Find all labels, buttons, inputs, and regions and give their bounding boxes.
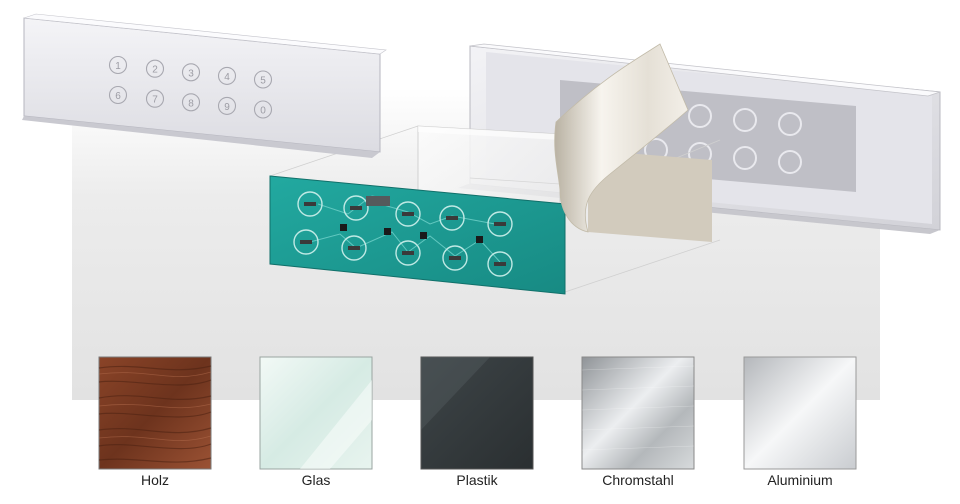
keypad-keys: 1 2 3 4 5 6 7 8 9 0	[108, 55, 273, 119]
keypad-key-ring	[108, 85, 128, 105]
keypad-key-label: 7	[152, 95, 158, 106]
keypad-key-6: 6	[108, 85, 128, 105]
keypad-key-label: 0	[260, 106, 266, 117]
keypad-key-2: 2	[145, 59, 165, 78]
material-label-holz: Holz	[141, 472, 169, 488]
pcb-smd-pads	[300, 202, 506, 266]
material-swatches	[98, 356, 857, 470]
keypad-key-label: 9	[224, 102, 230, 113]
material-label-plastik: Plastik	[456, 472, 498, 488]
keypad-key-ring	[108, 55, 128, 75]
keypad-key-4: 4	[217, 66, 237, 85]
keypad-key-7: 7	[145, 89, 165, 108]
pcb-contact-rings	[293, 191, 513, 277]
keypad-key-label: 5	[260, 76, 266, 87]
keypad-key-ring	[253, 70, 273, 89]
keypad-key-0: 0	[253, 100, 273, 119]
peeling-film	[554, 43, 712, 242]
swatch-chromstahl	[581, 356, 695, 470]
keypad-key-9: 9	[217, 96, 237, 115]
keypad-key-ring	[145, 59, 165, 78]
keypad-key-8: 8	[181, 93, 201, 112]
pcb-chips	[340, 196, 483, 243]
keypad-key-1: 1	[108, 55, 128, 75]
keypad-key-ring	[253, 100, 273, 119]
keypad-key-label: 6	[115, 91, 121, 102]
material-label-aluminium: Aluminium	[767, 472, 832, 488]
keypad-key-3: 3	[181, 63, 201, 82]
keypad-key-label: 1	[115, 61, 121, 72]
circuit-board	[269, 175, 566, 295]
material-labels: Holz Glas Plastik Chromstahl Aluminium	[141, 472, 833, 488]
keypad-key-ring	[217, 96, 237, 115]
keypad-key-label: 3	[188, 68, 194, 79]
keypad-key-ring	[217, 66, 237, 85]
swatch-glas	[259, 356, 373, 470]
swatch-holz	[98, 356, 212, 470]
keypad-key-ring	[145, 89, 165, 108]
keypad-key-label: 8	[188, 98, 194, 109]
keypad-key-ring	[181, 93, 201, 112]
material-label-chromstahl: Chromstahl	[602, 472, 674, 488]
keypad-key-ring	[181, 63, 201, 82]
material-label-glas: Glas	[302, 472, 331, 488]
keypad-key-label: 4	[224, 72, 230, 83]
keypad-key-5: 5	[253, 70, 273, 89]
front-keypad-panel: 1 2 3 4 5 6 7 8 9 0	[22, 13, 387, 158]
keypad-key-label: 2	[152, 65, 158, 76]
swatch-aluminium	[743, 356, 857, 470]
swatch-plastik	[420, 356, 534, 470]
